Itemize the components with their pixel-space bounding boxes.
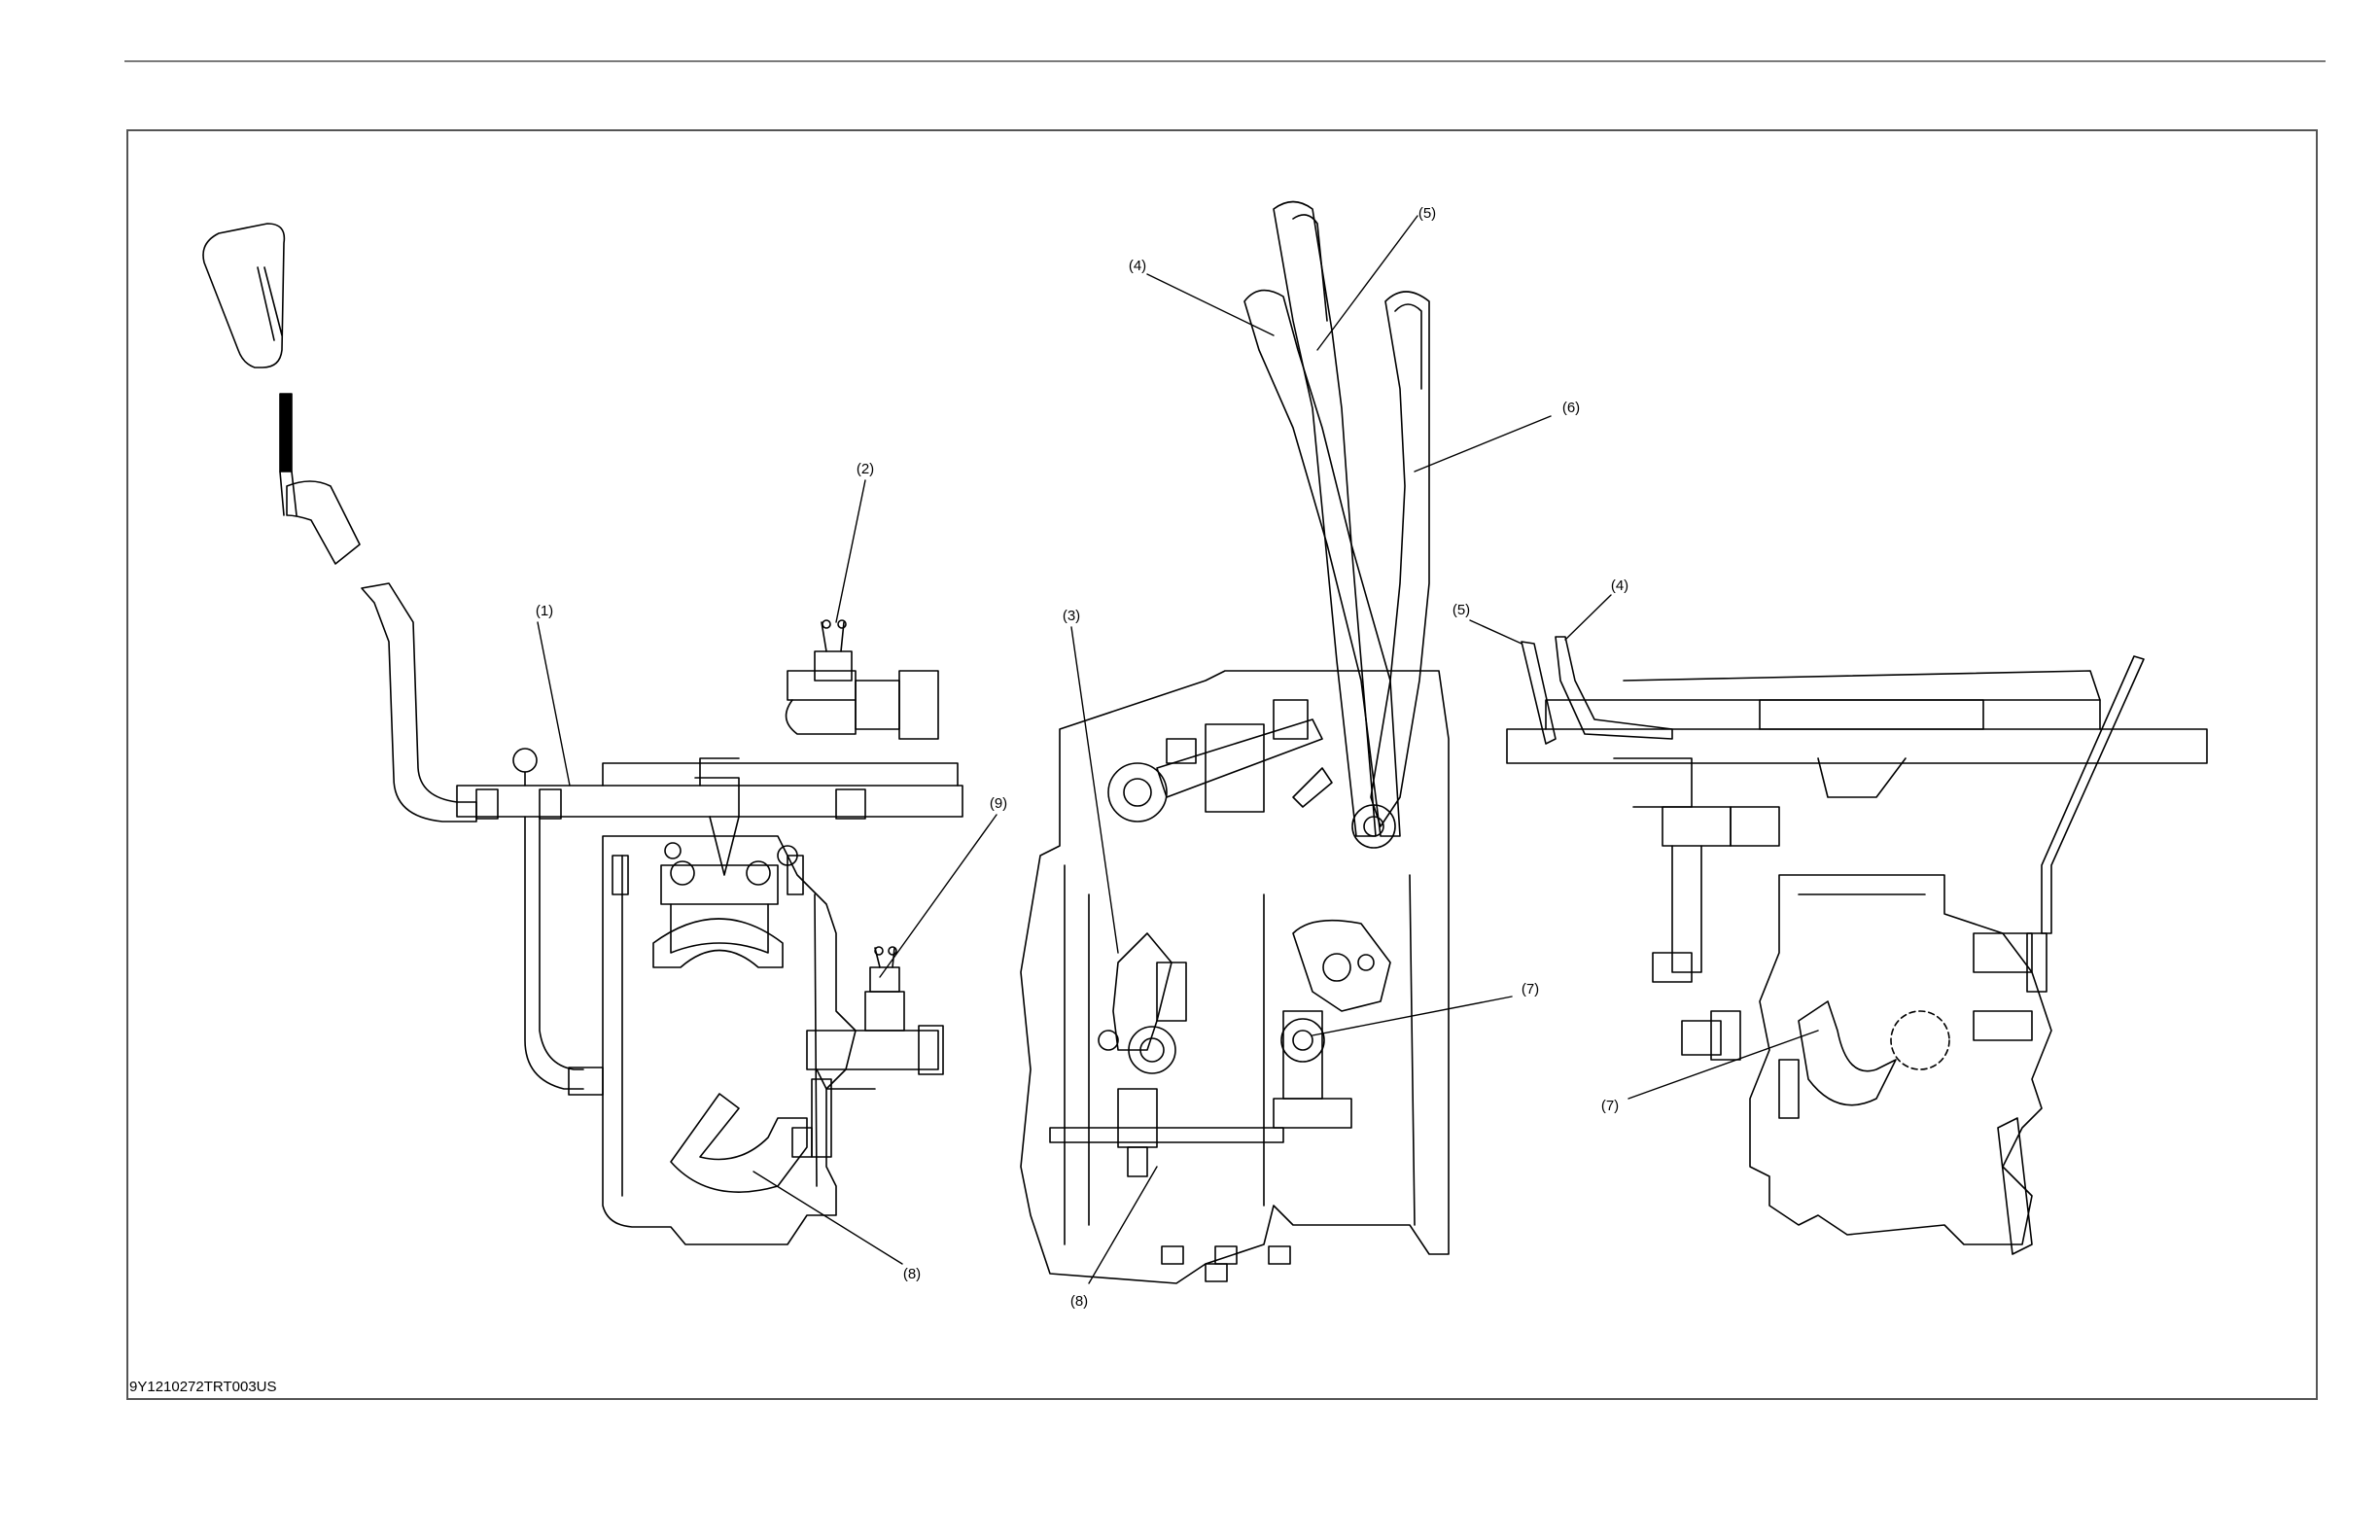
callout-7-right: (7) xyxy=(1601,1098,1619,1114)
callout-7-center: (7) xyxy=(1522,981,1539,998)
long-rod xyxy=(2042,656,2144,933)
figure-code: 9Y1210272TRT003US xyxy=(129,1379,277,1395)
right-shift-shaft xyxy=(1507,729,2207,763)
lever-4 xyxy=(1244,291,1400,836)
left-housing xyxy=(603,836,856,1244)
ball-joint xyxy=(513,749,537,772)
callout-9: (9) xyxy=(990,795,1007,812)
callout-labels: (1) (2) (9) (8) (3) (4) (5) (6) (7) (8) … xyxy=(536,205,1628,1310)
lower-shaft xyxy=(1050,1128,1283,1142)
hidden-bearing xyxy=(1891,1011,1949,1069)
callout-2: (2) xyxy=(857,461,874,477)
lever-boot xyxy=(280,394,292,472)
rod-4 xyxy=(1556,637,1672,739)
callout-6: (6) xyxy=(1562,400,1580,416)
right-view xyxy=(1507,637,2207,1254)
right-shift-fork xyxy=(1799,1001,1896,1105)
knob-grip xyxy=(258,267,282,340)
callout-3: (3) xyxy=(1063,608,1080,624)
callout-4-center: (4) xyxy=(1129,258,1146,274)
callout-4-right: (4) xyxy=(1611,578,1628,594)
switch-2 xyxy=(787,620,938,739)
callout-1: (1) xyxy=(536,603,553,619)
callout-8-center: (8) xyxy=(1070,1293,1088,1310)
callout-8-left: (8) xyxy=(903,1266,921,1282)
left-view xyxy=(203,224,962,1244)
switch-9 xyxy=(807,947,943,1089)
lever-6 xyxy=(1371,292,1429,826)
shift-shaft xyxy=(457,786,962,817)
leader-lines xyxy=(538,216,1818,1283)
callout-5-center: (5) xyxy=(1418,205,1436,222)
center-view xyxy=(1021,202,1449,1284)
lever-upper-rod xyxy=(287,481,360,564)
lower-shift-fork xyxy=(671,1094,807,1192)
center-housing xyxy=(1021,671,1449,1283)
callout-5-right: (5) xyxy=(1452,602,1470,618)
